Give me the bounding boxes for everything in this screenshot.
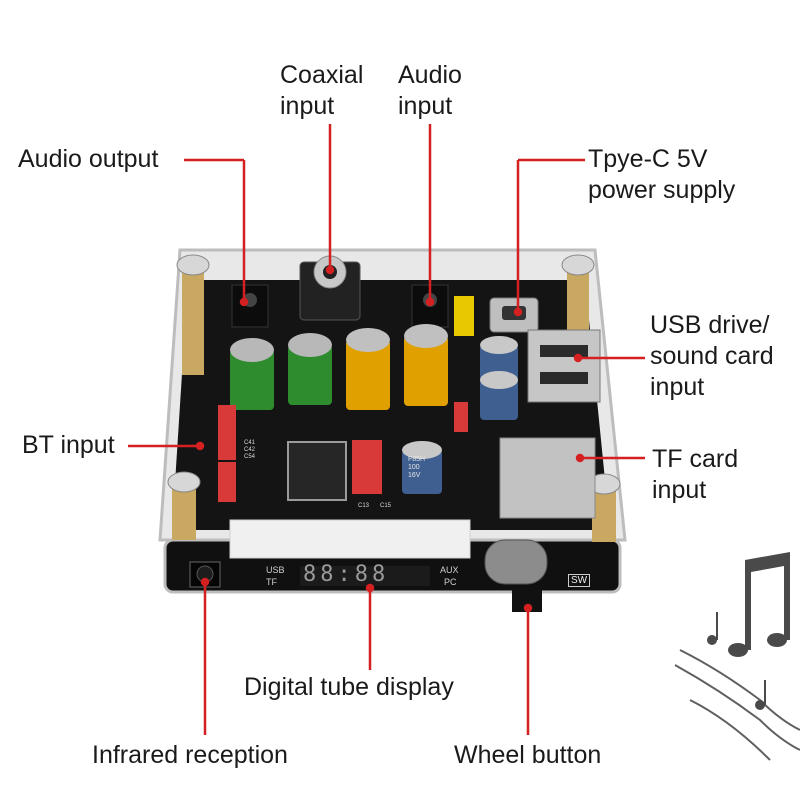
label-usb-input: USB drive/ sound card input — [650, 311, 774, 401]
silkscreen-c15: C15 — [380, 503, 392, 509]
label-digital-tube-display: Digital tube display — [244, 673, 454, 701]
music-notes-icon — [674, 552, 800, 761]
label-audio-output: Audio output — [18, 145, 159, 173]
capacitor-label: F85H 100 16V — [408, 456, 426, 479]
label-audio-input: Audio input — [398, 61, 462, 120]
display-aux-indicator: AUX — [440, 565, 459, 575]
main-ic-chip — [287, 441, 347, 501]
display-usb-indicator: USB — [266, 565, 285, 575]
silkscreen-c13: C13 — [358, 503, 370, 509]
label-wheel-button: Wheel button — [454, 741, 602, 769]
label-infrared-reception: Infrared reception — [92, 741, 288, 769]
sw-label: SW — [568, 574, 591, 587]
display-tf-indicator: TF — [266, 577, 277, 587]
label-type-c-power: Tpye-C 5V power supply — [588, 145, 736, 204]
ic-silkscreen: C41 C42 C54 — [244, 440, 256, 460]
label-bt-input: BT input — [22, 431, 115, 459]
leader-lines — [128, 124, 645, 735]
capacitors — [218, 296, 518, 502]
label-coaxial-input: Coaxial input — [280, 61, 364, 120]
display-digits: 88:88 — [303, 562, 390, 587]
label-tf-card-input: TF card input — [652, 445, 739, 504]
display-pc-indicator: PC — [444, 577, 457, 587]
front-panel — [189, 539, 548, 612]
connectors — [231, 255, 601, 519]
